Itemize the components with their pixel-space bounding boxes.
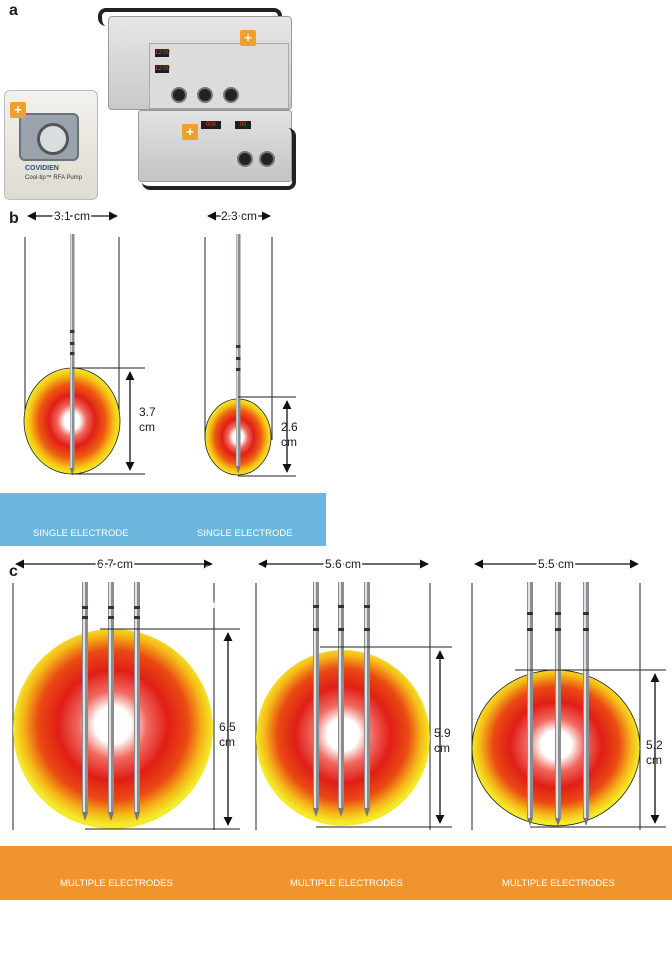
caption-line: 4.0 cm EXPOSURE [60,914,144,925]
panel-label-c: c [9,563,18,580]
single-electrode-caption-bar [0,493,326,546]
single-electrode-figure-1 [23,211,145,476]
height-unit-label: cm [139,420,155,434]
caption-line: 6 Minites [197,600,236,611]
rf-generator-unit: 000 00 [138,110,292,182]
single-electrode-caption-1: SINGLE ELECTRODE 3.0 cm EXPOSURE 12 Mini… [33,504,129,624]
multiple-electrode-caption-2: MULTIPLE ELECTRODES 4.0 cm EXPOSURE 16 M… [290,854,403,974]
height-unit-label: cm [281,435,297,449]
caption-line: SINGLE ELECTRODE [197,528,293,539]
knob-icon [259,151,275,167]
caption-line: 4.0 cm EXPOSURE [290,914,374,925]
pump-roller-icon [37,123,69,155]
electrode-needles [313,582,370,817]
single-electrode-caption-2: SINGLE ELECTRODE 2.0 cm EXPOSURE 6 Minit… [197,504,293,624]
width-label: 2.3 cm [221,209,257,223]
generator-handle-bottom [142,128,296,190]
rfa-generator-image: 12:00 12:00 + 000 00 + [98,8,298,198]
knob-icon [237,151,253,167]
height-unit-label: cm [646,753,662,767]
switching-controller-unit: 12:00 12:00 [108,16,292,110]
height-unit-label: cm [434,741,450,755]
caption-line: SINGLE ELECTRODE [33,528,129,539]
height-value-label: 5.2 [646,738,663,752]
caption-line: 2.0 cm EXPOSURE [197,564,281,575]
single-electrode-figure-2 [204,211,296,477]
electrode-needles [82,582,140,821]
plus-badge-icon: + [10,102,26,118]
height-value-label: 2.6 [281,420,298,434]
caption-line: MULTIPLE ELECTRODES [502,878,615,889]
width-label: 6.7 cm [97,557,133,571]
multiple-electrode-figure-2 [255,559,452,830]
ablation-zone-diagram: 3.1 cm 3.7 cm 2.3 cm 2.6 cm 6.7 cm 6.5 c… [12,207,666,830]
caption-line: 16 Minutes [290,950,337,961]
pump-brand-label: COVIDIEN [25,165,59,172]
multiple-electrode-caption-bar [0,846,672,900]
plus-badge-icon: + [182,124,198,140]
electrode-needle [70,234,75,476]
panel-label-b: b [9,210,19,227]
width-label: 5.6 cm [325,557,361,571]
multiple-electrode-caption-3: MULTIPLE ELECTRODES 3.0 cm EXPOSURE 16 M… [502,854,615,974]
caption-line: 12 Minites [33,600,77,611]
plus-badge-icon: + [240,30,256,46]
pump-head [19,113,79,161]
knob-icon [197,87,213,103]
caption-line: 25 Minutes [60,950,107,961]
electrode-needles [527,582,589,826]
caption-line: MULTIPLE ELECTRODES [290,878,403,889]
caption-line: MULTIPLE ELECTRODES [60,878,173,889]
width-label: 5.5 cm [538,557,574,571]
height-value-label: 5.9 [434,726,451,740]
height-unit-label: cm [219,735,235,749]
width-label: 3.1 cm [54,209,90,223]
caption-line: 3.0 cm EXPOSURE [502,914,586,925]
multiple-electrode-figure-1 [12,559,240,830]
height-value-label: 6.5 [219,720,236,734]
electrode-needle [236,234,241,474]
display-icon: 00 [235,121,251,129]
pump-name-label: Cool-tip™ RFA Pump [25,175,83,181]
display-icon: 12:00 [155,49,171,57]
knob-icon [171,87,187,103]
multiple-electrode-caption-1: MULTIPLE ELECTRODES 4.0 cm EXPOSURE 25 M… [60,854,173,974]
height-value-label: 3.7 [139,405,156,419]
display-icon: 000 [201,121,221,129]
knob-icon [223,87,239,103]
display-icon: 12:00 [155,65,171,73]
panel-label-a: a [9,2,18,19]
multiple-electrode-figure-3 [471,559,666,830]
caption-line: 16 Minutes [502,950,549,961]
caption-line: 3.0 cm EXPOSURE [33,564,117,575]
